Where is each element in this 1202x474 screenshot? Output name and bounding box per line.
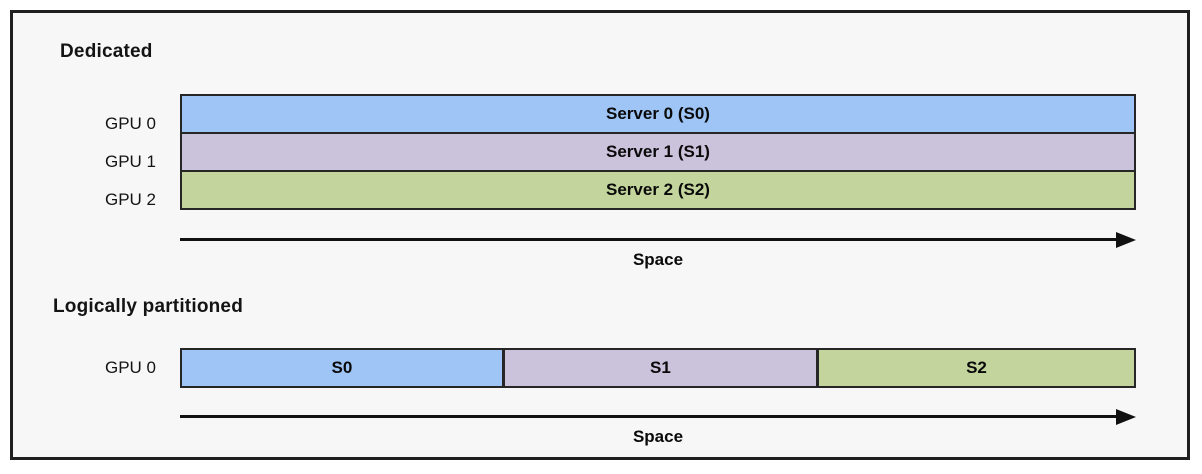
gpu1-bar: Server 1 (S1)	[180, 132, 1136, 172]
section-title-dedicated: Dedicated	[60, 41, 153, 62]
space-axis-label: Space	[632, 250, 684, 269]
diagram-frame: Dedicated GPU 0 GPU 1 GPU 2 Server 0 (S0…	[10, 10, 1190, 460]
gpu-label-0: GPU 0	[104, 114, 156, 133]
section-title-logically-partitioned: Logically partitioned	[53, 296, 243, 317]
partition-s0-block: S0	[182, 350, 502, 386]
server1-block: Server 1 (S1)	[182, 134, 1134, 170]
gpu0-bar: Server 0 (S0)	[180, 94, 1136, 134]
axis-line	[180, 238, 1120, 241]
space-axis-label: Space	[632, 427, 684, 446]
axis-line	[180, 415, 1120, 418]
partition-s2-block: S2	[816, 350, 1134, 386]
arrow-right-icon	[1116, 232, 1136, 248]
space-axis-partitioned	[180, 409, 1136, 425]
gpu-label-1: GPU 1	[104, 152, 156, 171]
space-axis-dedicated	[180, 232, 1136, 248]
gpu-label-0-partitioned: GPU 0	[104, 358, 156, 377]
gpu0-partitioned-bar: S0 S1 S2	[180, 348, 1136, 388]
partition-s1-block: S1	[501, 350, 817, 386]
server0-block: Server 0 (S0)	[182, 96, 1134, 132]
gpu-label-2: GPU 2	[104, 190, 156, 209]
server2-block: Server 2 (S2)	[182, 172, 1134, 208]
gpu2-bar: Server 2 (S2)	[180, 170, 1136, 210]
arrow-right-icon	[1116, 409, 1136, 425]
